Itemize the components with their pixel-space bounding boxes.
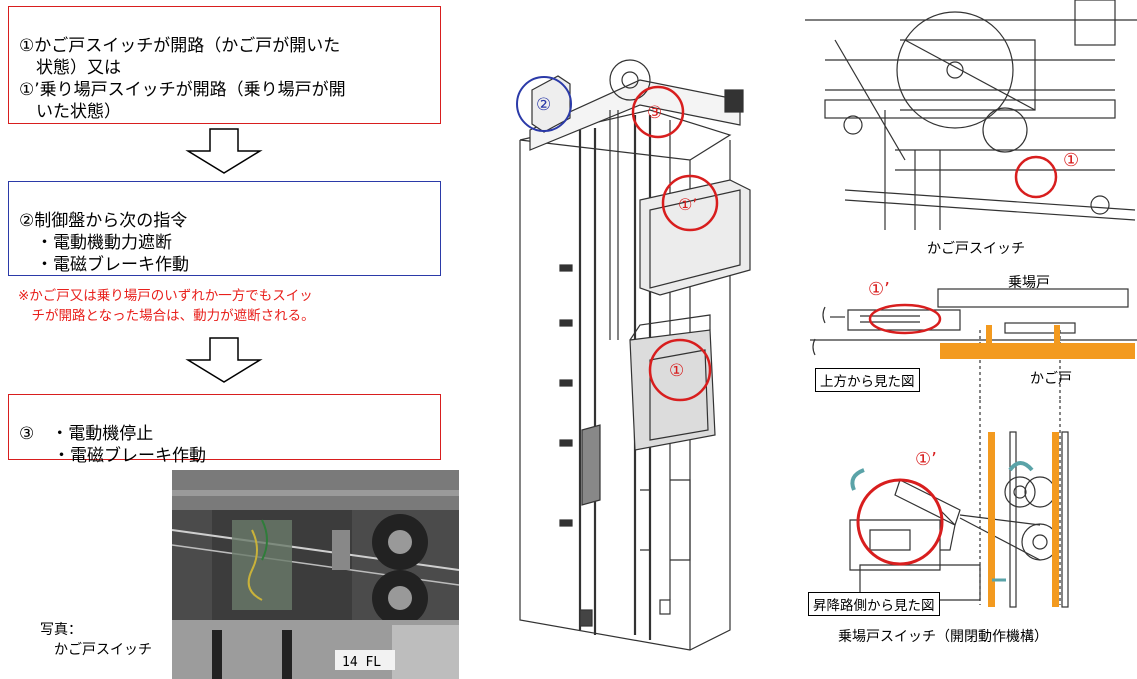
elevator-illustration: ② ③ ①’ ① <box>516 59 751 651</box>
landing-door-label: 乗場戸 <box>1008 275 1050 291</box>
car-door-switch-caption: かご戸スイッチ <box>927 241 1025 257</box>
step1-text: ①かご戸スイッチが開路（かご戸が開いた 状態）又は ①’乗り場戸スイッチが開路（… <box>19 36 346 122</box>
top-view-drawing: ①’ <box>810 279 1137 400</box>
photo-caption: 写真： かご戸スイッチ <box>40 622 152 658</box>
step1-box: ①かご戸スイッチが開路（かご戸が開いた 状態）又は ①’乗り場戸スイッチが開路（… <box>8 6 441 124</box>
caution-note: ※かご戸又は乗り場戸のいずれか一方でもスイッ チが開路となった場合は、動力が遮断… <box>18 288 315 324</box>
top-marker: ① <box>1063 150 1079 171</box>
mid-marker-ellipse <box>868 303 942 335</box>
step3-box: ③ ・電動機停止 ・電磁ブレーキ作動 <box>8 394 441 466</box>
marker-2: ② <box>536 95 551 115</box>
car-door-label: かご戸 <box>1030 371 1072 387</box>
lower-marker: ①’ <box>915 449 937 470</box>
car-door-switch-drawing: ① <box>805 0 1137 230</box>
floor-label: 14 FL <box>342 655 381 670</box>
marker-3: ③ <box>647 103 662 123</box>
marker-2-circle <box>516 76 572 132</box>
mid-marker: ①’ <box>868 279 890 300</box>
marker-1p-circle <box>661 174 719 232</box>
step2-box: ②制御盤から次の指令 ・電動機動力遮断 ・電磁ブレーキ作動 <box>8 181 441 276</box>
marker-3-circle <box>631 85 685 139</box>
marker-1p: ①’ <box>678 195 697 214</box>
marker-1: ① <box>669 361 684 381</box>
photo-illustration: 14 FL <box>172 470 459 679</box>
step3-text: ③ ・電動機停止 ・電磁ブレーキ作動 <box>19 424 206 466</box>
lower-marker-circle <box>856 478 944 566</box>
side-view-label: 昇降路側から見た図 <box>808 592 940 616</box>
step2-text: ②制御盤から次の指令 ・電動機動力遮断 ・電磁ブレーキ作動 <box>19 211 189 275</box>
down-arrow-icon <box>185 128 263 174</box>
marker-1-circle <box>648 338 712 402</box>
side-view-drawing: ①’ <box>849 400 1069 608</box>
top-view-label: 上方から見た図 <box>815 368 920 392</box>
car-door-switch-photo: 14 FL <box>172 470 459 679</box>
landing-door-switch-caption: 乗場戸スイッチ（開閉動作機構） <box>838 629 1048 645</box>
down-arrow-icon <box>185 337 263 383</box>
top-marker-circle <box>1014 155 1058 199</box>
